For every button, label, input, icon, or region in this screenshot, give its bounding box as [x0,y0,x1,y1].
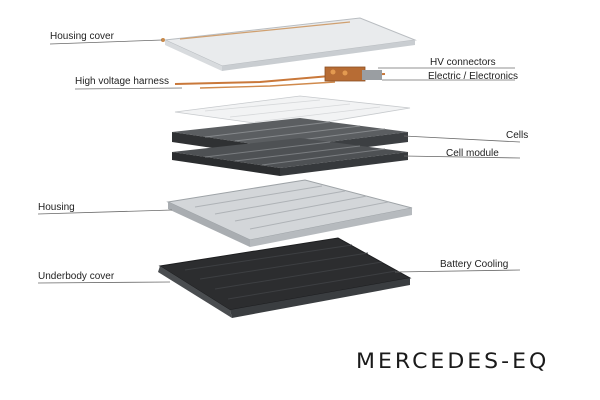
label-underbody-cover: Underbody cover [38,271,115,282]
leader-cells [403,135,521,143]
label-housing-cover: Housing cover [50,31,114,42]
leader-cooling [394,269,521,273]
cooling-part [158,237,412,318]
brand-logo-text: MERCEDES-EQ [356,350,550,374]
leader-lines [37,39,521,284]
harness-part [174,66,386,89]
leader-harness [74,87,183,90]
housing-part [166,179,413,247]
label-cells: Cells [506,130,529,141]
leader-housing [37,209,173,215]
leader-underbody [37,281,171,284]
label-hv-connectors: HV connectors [430,57,496,68]
label-cell-module: Cell module [446,148,499,159]
module-top-plate [174,95,411,129]
label-battery-cooling: Battery Cooling [440,259,509,270]
label-high-voltage-harness: High voltage harness [75,76,169,87]
cell-module-part [172,138,408,176]
leader-housing-cover [49,39,163,45]
label-housing: Housing [38,202,75,213]
leader-cell-module [403,155,521,159]
housing-cover-part [161,17,417,71]
label-electric-electronics: Electric / Electronics [428,71,519,82]
